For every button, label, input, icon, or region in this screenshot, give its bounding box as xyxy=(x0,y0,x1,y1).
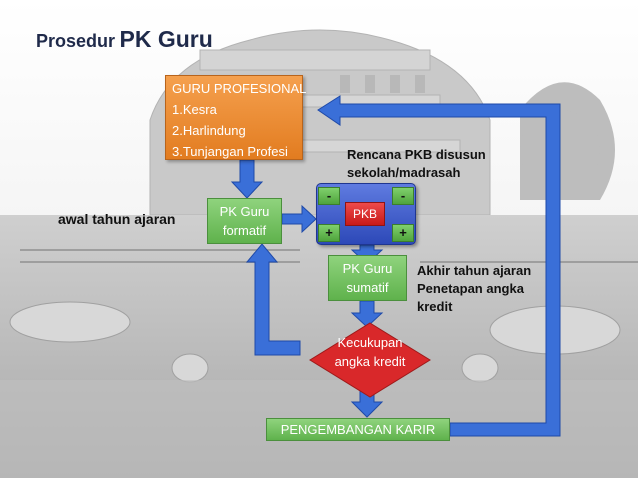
guru-profesional-item-kesra: 1.Kesra xyxy=(172,102,217,117)
pk-sumatif-line2: sumatif xyxy=(346,280,389,295)
guru-profesional-box: GURU PROFESIONAL 1.Kesra 2.Harlindung 3.… xyxy=(165,75,307,160)
decision-label: Kecukupan angka kredit xyxy=(320,333,420,371)
label-rencana-pkb: Rencana PKB disusun sekolah/madrasah xyxy=(347,146,486,182)
arrow-loop-to-guru-profesional xyxy=(317,95,561,437)
guru-profesional-item-tunjangan: 3.Tunjangan Profesi xyxy=(172,144,288,159)
title-prefix: Prosedur xyxy=(36,31,116,51)
decision-diamond xyxy=(309,322,431,398)
pk-formatif-line2: formatif xyxy=(222,223,267,238)
plus-sign-right: + xyxy=(392,224,414,242)
arrow-formatif-to-pkb xyxy=(281,204,317,234)
decision-line2: angka kredit xyxy=(334,354,406,369)
plus-sign-left: + xyxy=(318,224,340,242)
minus-sign-right: - xyxy=(392,187,414,205)
arrow-sumatif-to-decision xyxy=(350,300,384,328)
guru-profesional-heading: GURU PROFESIONAL xyxy=(172,81,307,96)
label-akhir-tahun-ajaran: Akhir tahun ajaran Penetapan angka kredi… xyxy=(417,262,531,316)
pk-sumatif-box: PK Guru sumatif xyxy=(328,255,407,301)
label-rencana-line2: sekolah/madrasah xyxy=(347,165,461,180)
label-akhir-line2: Penetapan angka xyxy=(417,281,524,296)
guru-profesional-item-harlindung: 2.Harlindung xyxy=(172,123,246,138)
decision-line1: Kecukupan xyxy=(337,335,403,350)
label-akhir-line1: Akhir tahun ajaran xyxy=(417,263,532,278)
arrow-loop-to-formatif xyxy=(245,243,301,356)
minus-sign-left: - xyxy=(318,187,340,205)
pk-sumatif-line1: PK Guru xyxy=(342,261,393,276)
pk-formatif-box: PK Guru formatif xyxy=(207,198,282,244)
page-title: Prosedur PK Guru xyxy=(36,26,213,53)
label-awal-tahun-ajaran: awal tahun ajaran xyxy=(58,211,176,227)
label-rencana-line1: Rencana PKB disusun xyxy=(347,147,486,162)
pengembangan-karir-box: PENGEMBANGAN KARIR xyxy=(266,418,450,441)
pk-formatif-line1: PK Guru xyxy=(219,204,270,219)
label-akhir-line3: kredit xyxy=(417,299,453,314)
title-main: PK Guru xyxy=(119,26,213,52)
arrow-orange-to-formatif xyxy=(230,159,264,199)
pkb-box: PKB xyxy=(345,202,385,226)
